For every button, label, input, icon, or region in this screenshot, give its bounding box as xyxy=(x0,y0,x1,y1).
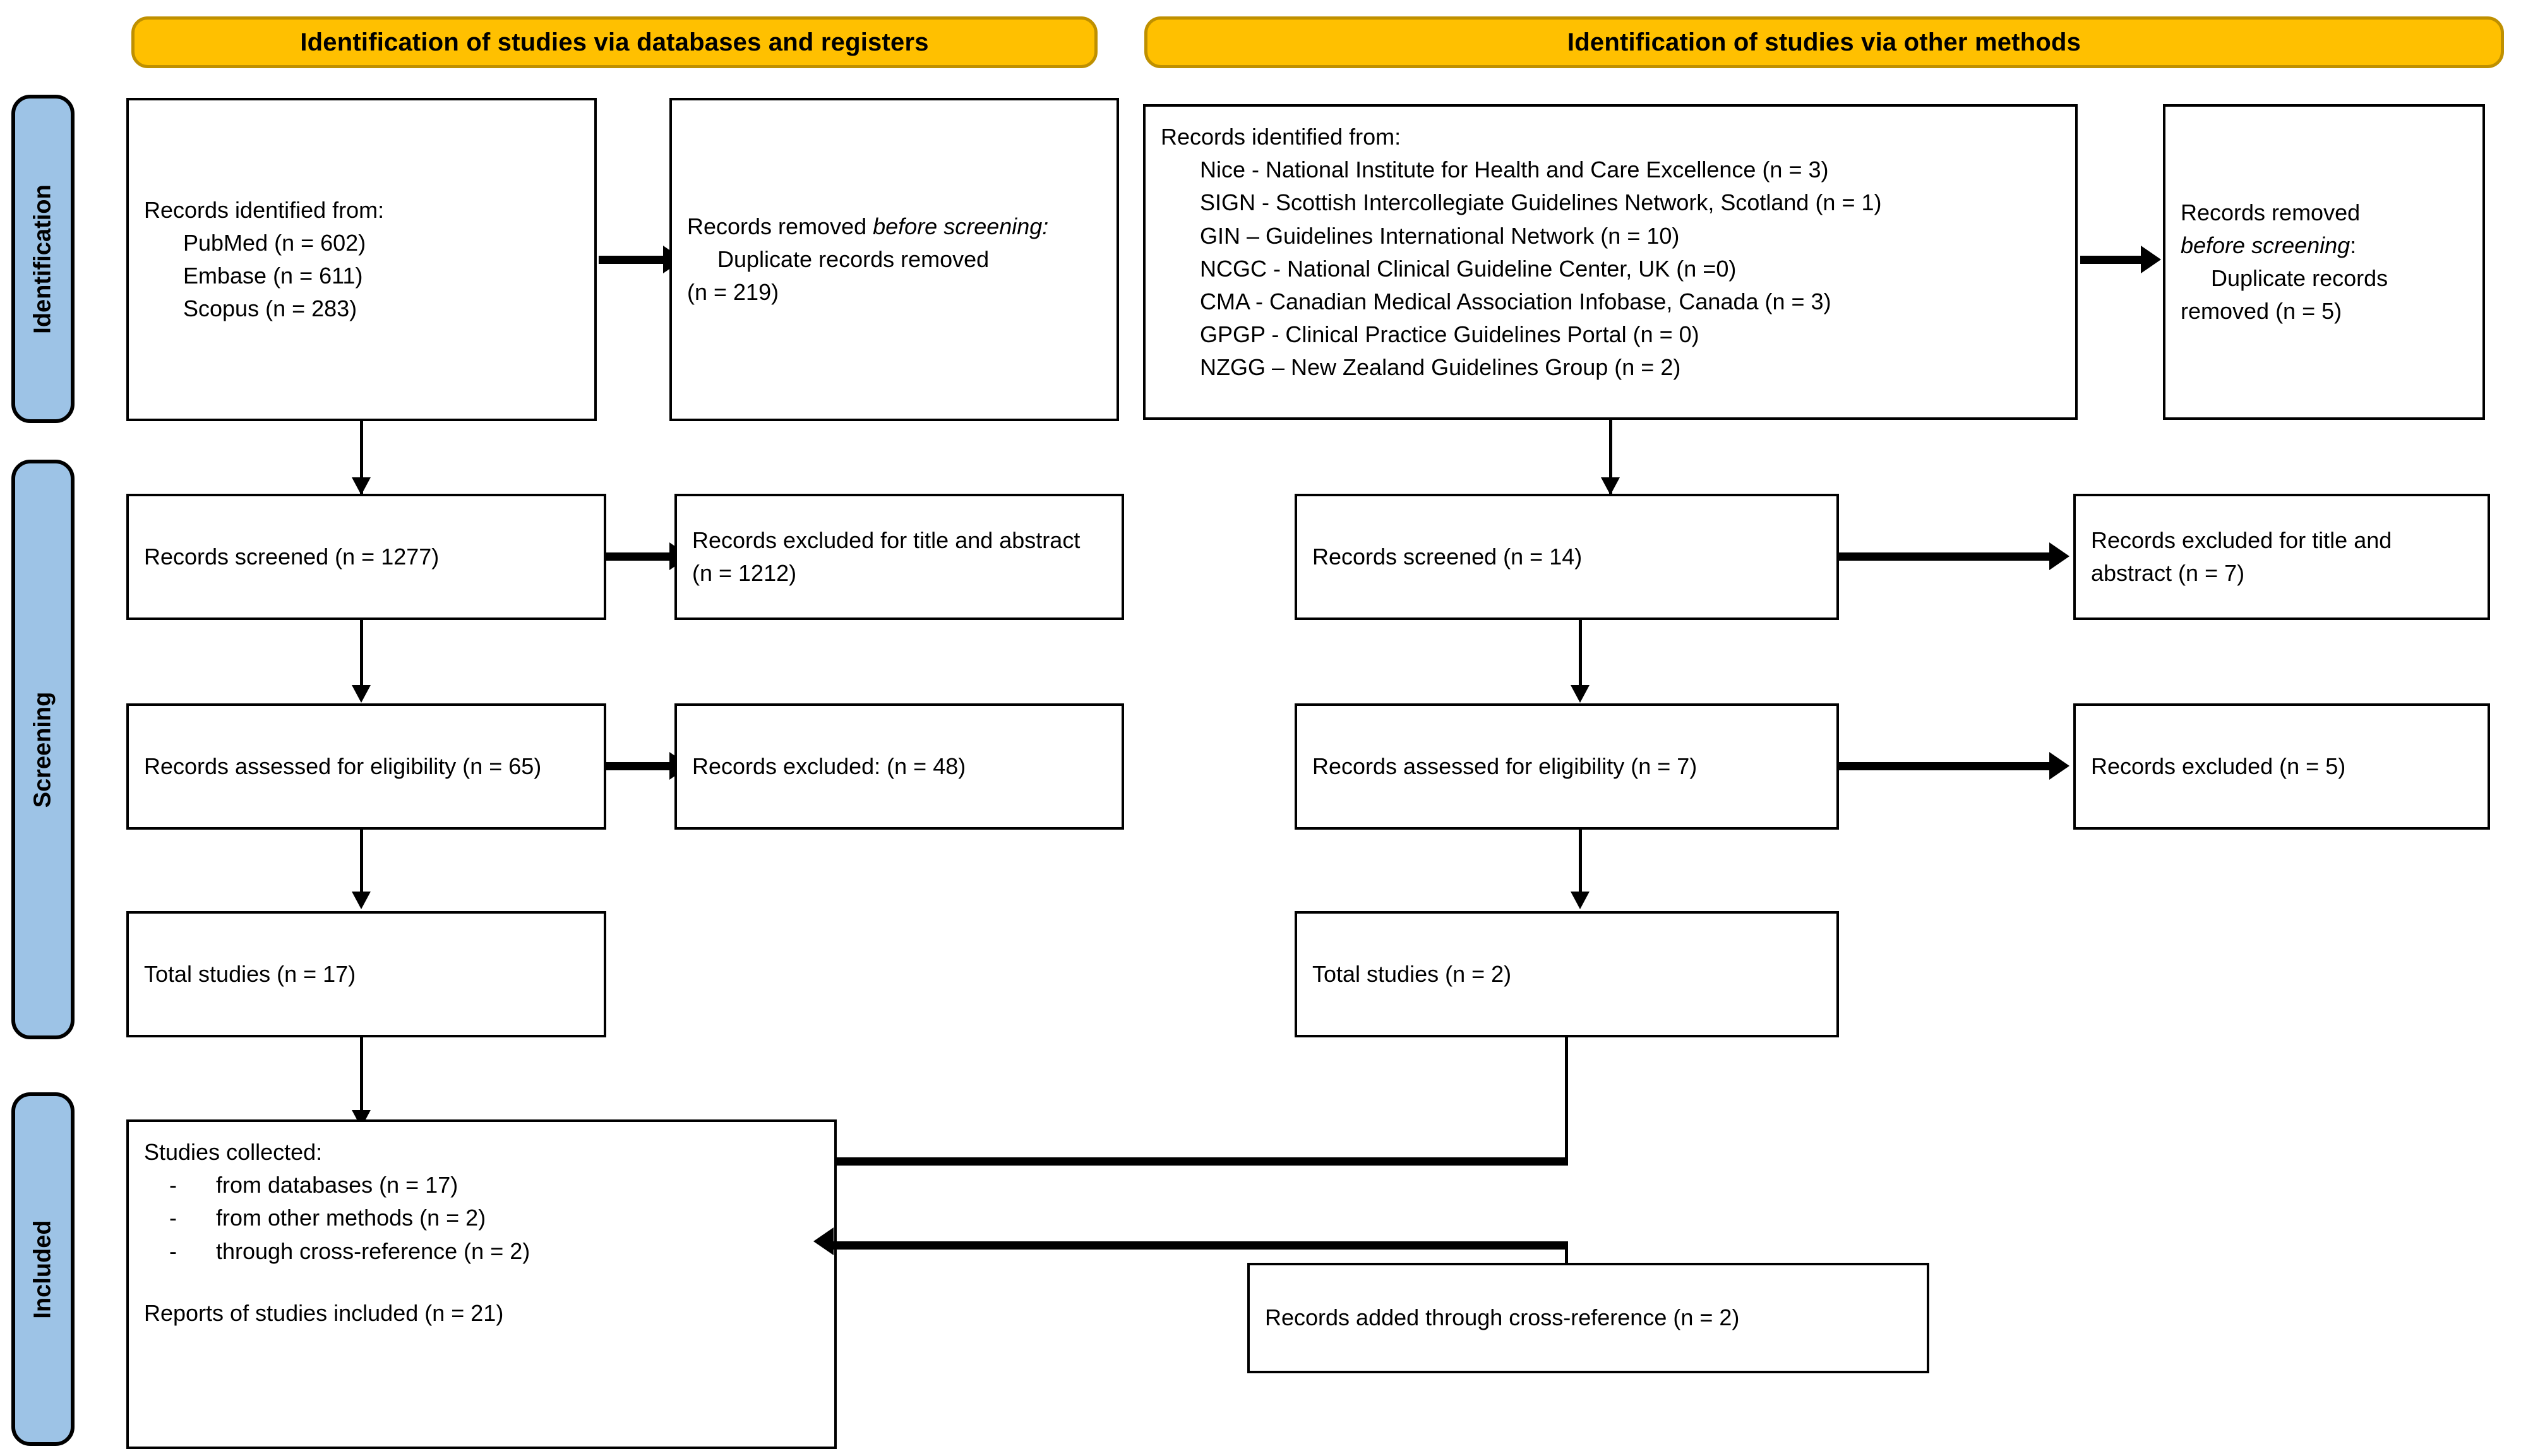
db-removed-line2: Duplicate records removed xyxy=(717,246,990,272)
arrowhead-other-screened-down xyxy=(1571,685,1590,703)
db-total-label: Total studies (n = 17) xyxy=(144,960,356,987)
other-removed-line1: Records removed xyxy=(2181,199,2361,225)
db-excluded-ta-label: Records excluded for title and abstract … xyxy=(692,527,1081,586)
db-identified-heading: Records identified from: xyxy=(144,196,385,223)
box-other-records-excluded: Records excluded (n = 5) xyxy=(2073,703,2490,830)
connector-db-screened-down xyxy=(360,620,363,696)
box-other-total-studies: Total studies (n = 2) xyxy=(1295,911,1839,1037)
connector-db-identified-to-removed xyxy=(599,256,665,264)
other-screened-label: Records screened (n = 14) xyxy=(1312,543,1583,570)
box-db-records-excluded: Records excluded: (n = 48) xyxy=(674,703,1124,830)
db-source-pubmed: PubMed (n = 602) xyxy=(183,229,366,256)
included-reports-label: Reports of studies included (n = 21) xyxy=(144,1299,504,1326)
banner-databases-label: Identification of studies via databases … xyxy=(300,28,929,56)
bullet-dash-1: - xyxy=(169,1172,177,1198)
other-source-ncgc: NCGC - National Clinical Guideline Cente… xyxy=(1200,255,1737,282)
connector-other-screened-down xyxy=(1579,620,1582,696)
other-source-cma: CMA - Canadian Medical Association Infob… xyxy=(1200,288,1831,314)
other-source-gpgp: GPGP - Clinical Practice Guidelines Port… xyxy=(1200,321,1699,348)
db-source-scopus: Scopus (n = 283) xyxy=(183,295,357,322)
connector-other-assessed-down xyxy=(1579,830,1582,902)
connector-cross-reference-up-segment xyxy=(1565,1245,1568,1264)
box-other-records-identified: Records identified from: Nice - National… xyxy=(1143,104,2078,420)
included-item-databases: - from databases (n = 17) xyxy=(144,1169,819,1202)
db-assessed-label: Records assessed for eligibility (n = 65… xyxy=(144,753,542,779)
other-source-sign: SIGN - Scottish Intercollegiate Guidelin… xyxy=(1200,189,1882,216)
banner-other-methods: Identification of studies via other meth… xyxy=(1144,16,2504,68)
connector-db-assessed-down xyxy=(360,830,363,902)
connector-db-screened-to-excluded xyxy=(605,552,671,561)
rail-identification: Identification xyxy=(11,95,75,423)
arrowhead-db-screened-down xyxy=(352,685,371,703)
arrowhead-db-assessed-down xyxy=(352,892,371,909)
other-assessed-label: Records assessed for eligibility (n = 7) xyxy=(1312,753,1698,779)
db-screened-label: Records screened (n = 1277) xyxy=(144,543,440,570)
other-source-nice: Nice - National Institute for Health and… xyxy=(1200,157,1829,183)
rail-identification-label: Identification xyxy=(29,184,56,334)
included-heading: Studies collected: xyxy=(144,1139,323,1165)
connector-other-identified-to-removed xyxy=(2080,256,2143,264)
connector-cross-reference-left-segment xyxy=(834,1241,1568,1250)
spacer xyxy=(144,1268,819,1297)
included-item-cross-reference-label: through cross-reference (n = 2) xyxy=(216,1238,530,1264)
other-removed-line3: Duplicate records xyxy=(2211,265,2388,291)
box-other-records-screened: Records screened (n = 14) xyxy=(1295,494,1839,620)
arrowhead-other-screened-to-excluded xyxy=(2049,542,2069,570)
arrowhead-other-assessed-to-excluded xyxy=(2049,752,2069,780)
connector-other-identified-down xyxy=(1609,420,1612,494)
arrowhead-cross-reference-into-included xyxy=(813,1227,834,1255)
other-identified-heading: Records identified from: xyxy=(1161,124,1401,150)
arrowhead-db-identified-down xyxy=(352,477,371,495)
included-item-other-methods-label: from other methods (n = 2) xyxy=(216,1205,486,1231)
arrowhead-other-assessed-down xyxy=(1571,892,1590,909)
banner-other-methods-label: Identification of studies via other meth… xyxy=(1567,28,2081,56)
connector-other-total-down-segment xyxy=(1565,1037,1568,1161)
other-removed-line2: before screening xyxy=(2181,232,2350,258)
box-other-records-removed: Records removed before screening: Duplic… xyxy=(2163,104,2485,420)
box-db-records-identified: Records identified from: PubMed (n = 602… xyxy=(126,98,597,421)
other-excluded-ta-label: Records excluded for title and abstract … xyxy=(2091,527,2392,586)
included-item-cross-reference: - through cross-reference (n = 2) xyxy=(144,1235,819,1268)
included-item-databases-label: from databases (n = 17) xyxy=(216,1172,458,1198)
included-item-other-methods: - from other methods (n = 2) xyxy=(144,1202,819,1234)
box-other-assessed-eligibility: Records assessed for eligibility (n = 7) xyxy=(1295,703,1839,830)
db-removed-line1a: Records removed xyxy=(687,213,873,239)
bullet-dash-3: - xyxy=(169,1238,177,1264)
connector-db-assessed-to-excluded xyxy=(605,762,671,770)
box-db-total-studies: Total studies (n = 17) xyxy=(126,911,606,1037)
arrowhead-other-identified-down xyxy=(1601,477,1620,495)
rail-screening: Screening xyxy=(11,460,75,1039)
box-other-excluded-title-abstract: Records excluded for title and abstract … xyxy=(2073,494,2490,620)
arrowhead-other-identified-to-removed xyxy=(2141,246,2161,273)
bullet-dash-2: - xyxy=(169,1205,177,1231)
box-db-records-removed: Records removed before screening: Duplic… xyxy=(669,98,1119,421)
rail-included-label: Included xyxy=(29,1219,56,1319)
other-removed-line2-colon: : xyxy=(2350,232,2357,258)
connector-other-assessed-to-excluded xyxy=(1838,762,2056,770)
db-source-embase: Embase (n = 611) xyxy=(183,263,363,289)
box-db-records-screened: Records screened (n = 1277) xyxy=(126,494,606,620)
other-source-nzgg: NZGG – New Zealand Guidelines Group (n =… xyxy=(1200,354,1681,381)
db-removed-line1c: : xyxy=(1042,213,1049,239)
box-studies-collected-included: Studies collected: - from databases (n = … xyxy=(126,1119,837,1449)
db-removed-line1b: before screening xyxy=(873,213,1043,239)
box-records-added-cross-reference: Records added through cross-reference (n… xyxy=(1247,1263,1929,1373)
rail-screening-label: Screening xyxy=(29,691,56,808)
rail-included: Included xyxy=(11,1092,75,1446)
connector-other-screened-to-excluded xyxy=(1838,552,2056,561)
cross-reference-label: Records added through cross-reference (n… xyxy=(1265,1304,1740,1331)
other-source-gin: GIN – Guidelines International Network (… xyxy=(1200,222,1680,249)
connector-db-total-down xyxy=(360,1037,363,1119)
box-db-assessed-eligibility: Records assessed for eligibility (n = 65… xyxy=(126,703,606,830)
banner-databases-registers: Identification of studies via databases … xyxy=(131,16,1098,68)
other-removed-line4: removed (n = 5) xyxy=(2181,298,2342,325)
db-excluded-label: Records excluded: (n = 48) xyxy=(692,753,966,779)
box-db-excluded-title-abstract: Records excluded for title and abstract … xyxy=(674,494,1124,620)
db-removed-line3: (n = 219) xyxy=(687,279,779,306)
other-excluded-label: Records excluded (n = 5) xyxy=(2091,753,2346,779)
connector-other-total-left-segment xyxy=(834,1157,1568,1166)
other-total-label: Total studies (n = 2) xyxy=(1312,960,1512,987)
connector-db-identified-down xyxy=(360,421,363,494)
